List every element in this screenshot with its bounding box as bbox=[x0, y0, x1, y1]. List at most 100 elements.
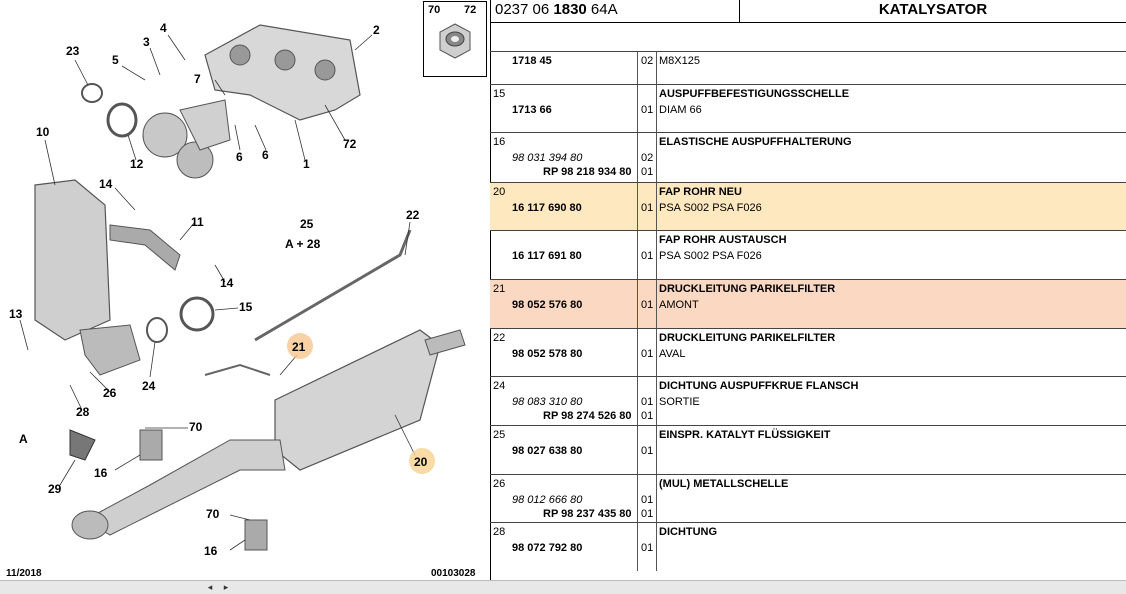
exploded-parts-diagram: 23 3 4 2 5 7 10 12 6 6 1 72 14 11 25 A +… bbox=[0, 0, 491, 580]
callout-13[interactable]: 13 bbox=[9, 307, 23, 321]
diagram-drawing bbox=[19, 24, 466, 551]
row-number: 24 bbox=[493, 380, 506, 392]
callout-3[interactable]: 3 bbox=[143, 35, 150, 49]
part-description: PSA S002 PSA F026 bbox=[659, 202, 762, 214]
callout-15[interactable]: 15 bbox=[239, 300, 253, 314]
table-row[interactable]: 28 DICHTUNG 98 072 792 80 01 bbox=[490, 522, 1126, 571]
part-number: 1718 45 bbox=[512, 55, 552, 67]
part-title: DRUCKLEITUNG PARIKELFILTER bbox=[659, 283, 836, 295]
part-number: 98 031 394 80 bbox=[512, 152, 583, 164]
part-quantity: 01 bbox=[641, 299, 654, 311]
replacement-quantity: 01 bbox=[641, 410, 654, 422]
table-row[interactable]: 21 DRUCKLEITUNG PARIKELFILTER 98 052 576 8… bbox=[490, 279, 1126, 329]
callout-5[interactable]: 5 bbox=[112, 53, 119, 67]
table-row[interactable]: 22 DRUCKLEITUNG PARIKELFILTER 98 052 578 8… bbox=[490, 328, 1126, 377]
diagram-date: 11/2018 bbox=[6, 568, 42, 579]
part-number: 98 072 792 80 bbox=[512, 542, 583, 554]
part-number: 98 027 638 80 bbox=[512, 445, 583, 457]
callout-21[interactable]: 21 bbox=[292, 340, 306, 354]
part-title: FAP ROHR AUSTAUSCH bbox=[659, 234, 787, 246]
part-number: 98 052 576 80 bbox=[512, 299, 583, 311]
part-number: 16 117 691 80 bbox=[512, 250, 582, 262]
callout-25[interactable]: 25 bbox=[300, 217, 314, 231]
part-number: 98 052 578 80 bbox=[512, 348, 583, 360]
part-title: ELASTISCHE AUSPUFFHALTERUNG bbox=[659, 136, 852, 148]
callout-a-28[interactable]: A + 28 bbox=[285, 237, 321, 251]
part-number: 98 083 310 80 bbox=[512, 396, 583, 408]
part-quantity: 02 bbox=[641, 152, 654, 164]
part-description: DIAM 66 bbox=[659, 104, 702, 116]
table-row[interactable]: FAP ROHR AUSTAUSCH 16 117 691 80 01 PSA S00… bbox=[490, 230, 1126, 280]
callout-16b[interactable]: 16 bbox=[204, 544, 218, 558]
callout-24[interactable]: 24 bbox=[142, 379, 156, 393]
row-number: 20 bbox=[493, 186, 506, 198]
part-description: SORTIE bbox=[659, 396, 700, 408]
callout-16a[interactable]: 16 bbox=[94, 466, 108, 480]
part-description: AMONT bbox=[659, 299, 699, 311]
replacement-part-number: RP 98 237 435 80 bbox=[543, 508, 632, 520]
nut-icon bbox=[439, 23, 471, 59]
callout-2[interactable]: 2 bbox=[373, 23, 380, 37]
row-number: 28 bbox=[493, 526, 506, 538]
part-title: AUSPUFFBEFESTIGUNGSSCHELLE bbox=[659, 88, 850, 100]
part-quantity: 02 bbox=[641, 55, 654, 67]
callout-14a[interactable]: 14 bbox=[99, 177, 113, 191]
callout-70a[interactable]: 70 bbox=[189, 420, 203, 434]
parts-header: 0237 06 1830 64A KATALYSATOR bbox=[490, 0, 1126, 23]
part-number: 1713 66 bbox=[512, 104, 552, 116]
callout-12[interactable]: 12 bbox=[130, 157, 144, 171]
callout-14b[interactable]: 14 bbox=[220, 276, 234, 290]
part-quantity: 01 bbox=[641, 494, 654, 506]
row-number: 25 bbox=[493, 429, 506, 441]
callout-72[interactable]: 72 bbox=[343, 137, 357, 151]
callout-20[interactable]: 20 bbox=[414, 455, 428, 469]
scroll-left-icon[interactable]: ◂ bbox=[207, 582, 213, 592]
row-number: 22 bbox=[493, 332, 506, 344]
callout-28[interactable]: 28 bbox=[76, 405, 90, 419]
callout-10[interactable]: 10 bbox=[36, 125, 50, 139]
part-quantity: 01 bbox=[641, 104, 654, 116]
replacement-part-number: RP 98 218 934 80 bbox=[543, 166, 632, 178]
replacement-part-number: RP 98 274 526 80 bbox=[543, 410, 632, 422]
horizontal-scrollbar[interactable]: ◂ ▸ bbox=[0, 580, 1126, 594]
callout-22[interactable]: 22 bbox=[406, 208, 420, 222]
part-quantity: 01 bbox=[641, 250, 654, 262]
part-thumbnail[interactable]: 70 72 bbox=[423, 1, 487, 77]
thumbnail-label-right: 72 bbox=[464, 4, 477, 16]
callout-11[interactable]: 11 bbox=[191, 215, 204, 229]
callout-6a[interactable]: 6 bbox=[236, 150, 243, 164]
row-number: 26 bbox=[493, 478, 506, 490]
callout-6b[interactable]: 6 bbox=[262, 148, 269, 162]
table-row[interactable]: 20 FAP ROHR NEU 16 117 690 80 01 PSA S002 PS… bbox=[490, 182, 1126, 231]
part-description: PSA S002 PSA F026 bbox=[659, 250, 762, 262]
callout-29[interactable]: 29 bbox=[48, 482, 62, 496]
callout-1[interactable]: 1 bbox=[303, 157, 310, 171]
callout-7[interactable]: 7 bbox=[194, 72, 201, 86]
callout-4[interactable]: 4 bbox=[160, 21, 167, 35]
callout-a[interactable]: A bbox=[19, 432, 28, 446]
part-quantity: 01 bbox=[641, 396, 654, 408]
table-row[interactable]: 15 AUSPUFFBEFESTIGUNGSSCHELLE 1713 66 01 DIA… bbox=[490, 84, 1126, 133]
part-number: 98 012 666 80 bbox=[512, 494, 583, 506]
part-quantity: 01 bbox=[641, 348, 654, 360]
scroll-right-icon[interactable]: ▸ bbox=[223, 582, 229, 592]
callout-70b[interactable]: 70 bbox=[206, 507, 220, 521]
part-quantity: 01 bbox=[641, 542, 654, 554]
part-title: DRUCKLEITUNG PARIKELFILTER bbox=[659, 332, 836, 344]
row-number: 21 bbox=[493, 283, 506, 295]
reference-number: 0237 06 1830 64A bbox=[495, 1, 618, 18]
row-number: 15 bbox=[493, 88, 506, 100]
callout-23[interactable]: 23 bbox=[66, 44, 80, 58]
part-title: FAP ROHR NEU bbox=[659, 186, 742, 198]
part-title: DICHTUNG bbox=[659, 526, 718, 538]
part-number: 16 117 690 80 bbox=[512, 202, 582, 214]
diagram-code: 00103028 bbox=[431, 568, 476, 579]
callout-26[interactable]: 26 bbox=[103, 386, 117, 400]
part-quantity: 01 bbox=[641, 202, 654, 214]
replacement-quantity: 01 bbox=[641, 166, 654, 178]
